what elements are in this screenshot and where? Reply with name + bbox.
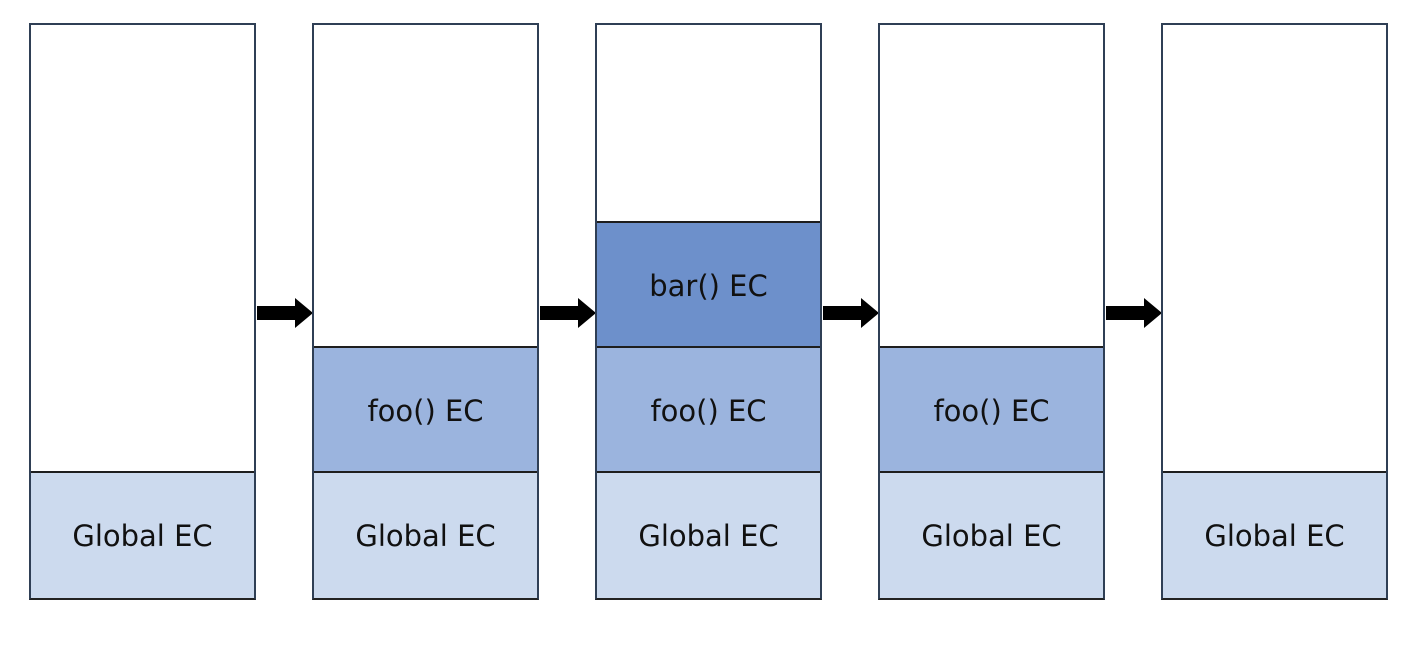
call-stack-2: foo() EC Global EC <box>312 23 539 600</box>
call-stack-5: Global EC <box>1161 23 1388 600</box>
stack-frame-global: Global EC <box>31 471 254 598</box>
stack-frame-foo: foo() EC <box>597 346 820 473</box>
stack-frame-bar: bar() EC <box>597 221 820 348</box>
call-stack-3: bar() EC foo() EC Global EC <box>595 23 822 600</box>
arrow-icon <box>1106 298 1162 328</box>
stack-frame-global: Global EC <box>314 471 537 598</box>
call-stack-4: foo() EC Global EC <box>878 23 1105 600</box>
arrow-icon <box>823 298 879 328</box>
arrow-icon <box>540 298 596 328</box>
stack-frame-foo: foo() EC <box>880 346 1103 473</box>
arrow-icon <box>257 298 313 328</box>
stack-frame-global: Global EC <box>880 471 1103 598</box>
stack-frame-global: Global EC <box>597 471 820 598</box>
stack-frame-foo: foo() EC <box>314 346 537 473</box>
call-stack-1: Global EC <box>29 23 256 600</box>
stack-frame-global: Global EC <box>1163 471 1386 598</box>
